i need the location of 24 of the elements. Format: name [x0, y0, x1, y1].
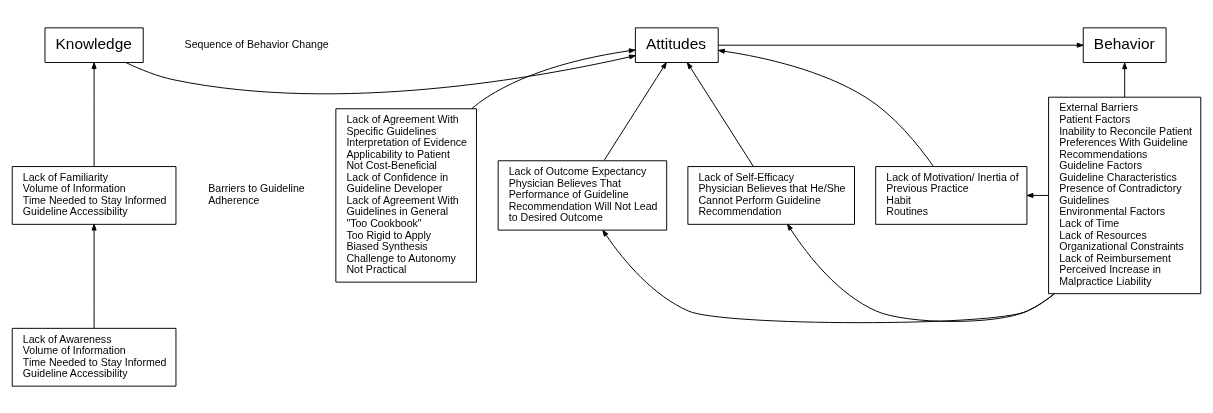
node-box: Lack of Motivation/ Inertia of Previous Practice Habit Routines: [875, 165, 1028, 225]
arrow: [471, 47, 636, 109]
label: Sequence of Behavior Change: [184, 37, 329, 50]
node-box: Lack of Familiarity Volume of Information Time Needed to Stay Informed Guideline Accessibility: [11, 165, 177, 225]
arrow: [125, 53, 636, 94]
arrow: [1122, 62, 1128, 98]
arrow: [603, 61, 667, 161]
node-box: External Barriers Patient Factors Inability to Reconcile Patient Preferences With Guideline Recommendations Guideline Factors Guideline Characteristics Presence of Contradictory Guidelines Environmental Factors Lack of Time Lack of Resources Organizational Constraints Lack of Reimbursement Perceived Increase in Malpractice Liability: [1048, 96, 1202, 294]
arrow: [91, 223, 97, 329]
arrow: [1026, 192, 1049, 198]
arrow: [787, 223, 1055, 322]
arrow: [602, 229, 1055, 323]
arrow: [91, 61, 97, 167]
node-box: Knowledge: [44, 26, 144, 63]
node-box: Behavior: [1082, 26, 1167, 63]
node-box: Lack of Awareness Volume of Information Time Needed to Stay Informed Guideline Accessibility: [11, 327, 177, 387]
node-box: Lack of Self-Efficacy Physician Believes that He/She Cannot Perform Guideline Recommendation: [687, 165, 855, 225]
arrow: [686, 61, 754, 167]
label: Barriers to Guideline Adherence: [208, 181, 305, 206]
node-box: Lack of Outcome Expectancy Physician Believes That Performance of Guideline Recommendation Will Not Lead to Desired Outcome: [497, 159, 668, 231]
node-box: Attitudes: [634, 26, 719, 63]
node-box: Lack of Agreement With Specific Guidelines Interpretation of Evidence Applicability to Patient Not Cost-Beneficial Lack of Confidence in Guideline Developer Lack of Agreement With Guidelines in General "Too Cookbook" Too Rigid to Apply Biased Synthesis Challenge to Autonomy Not Practical: [335, 107, 477, 283]
arrow: [718, 48, 934, 167]
arrow: [717, 42, 1084, 48]
